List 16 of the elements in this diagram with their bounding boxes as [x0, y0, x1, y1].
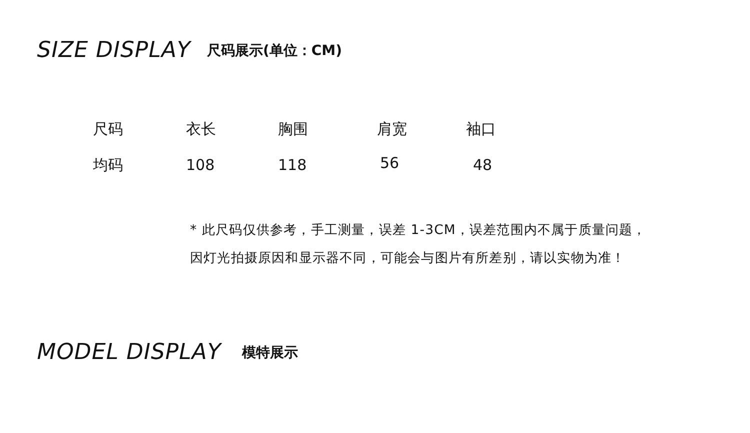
table-header: 衣长	[186, 122, 216, 137]
table-cell: 56	[380, 156, 400, 171]
table-cell: 48	[473, 158, 492, 173]
section-subheading: 尺码展示(单位：CM)	[207, 44, 342, 58]
table-cell: 均码	[93, 158, 123, 173]
section-subheading: 模特展示	[242, 346, 298, 360]
note-text: 因灯光拍摄原因和显示器不同，可能会与图片有所差别，请以实物为准！	[190, 252, 626, 266]
table-header: 肩宽	[377, 122, 407, 137]
note-text: * 此尺码仅供参考，手工测量，误差 1-3CM，误差范围内不属于质量问题，	[190, 224, 646, 238]
section-heading: MODEL DISPLAY	[37, 342, 222, 364]
table-header: 尺码	[93, 122, 123, 137]
section-heading: SIZE DISPLAY	[37, 40, 191, 62]
table-header: 袖口	[466, 122, 496, 137]
table-cell: 118	[278, 158, 307, 173]
table-header: 胸围	[278, 122, 308, 137]
table-cell: 108	[186, 158, 215, 173]
